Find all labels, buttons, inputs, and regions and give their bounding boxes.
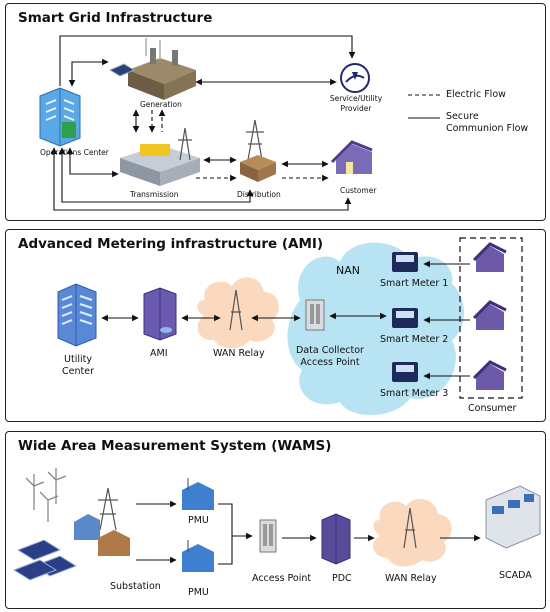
label-service-provider: Service/Utility Provider [329,94,383,113]
label-data-collector: Data Collector Access Point [296,345,364,368]
wams-lines [136,500,481,565]
label-ami-wan-relay: WAN Relay [213,348,265,359]
ami-server-icon [143,287,177,341]
access-point-icon [259,519,277,553]
nan-cloud [287,242,465,416]
pmu-top-icon [182,478,214,510]
label-distribution: Distribution [237,190,281,199]
operations-center-icon [39,87,81,147]
smart-grid-electric-lines [148,109,329,182]
utility-center-icon [57,283,97,347]
smart-grid-title: Smart Grid Infrastructure [18,10,213,26]
label-pmu-top: PMU [188,515,209,526]
label-operations-center: Operations Center [40,148,109,157]
ami-relay-tower-icon [229,289,243,331]
wams-wan-cloud [373,499,452,567]
ami-title: Advanced Metering infrastructure (AMI) [18,236,324,252]
label-meter-2: Smart Meter 2 [380,334,449,345]
consumer-house-1-icon [472,242,507,272]
label-transmission: Transmission [130,190,179,199]
label-nan: NAN [336,264,360,277]
data-collector-icon [305,299,325,331]
smart-meter-3-icon [392,362,418,382]
legend-secure-flow: Secure Communion Flow [446,111,529,134]
distribution-icon [240,119,276,182]
label-scada: SCADA [499,570,532,581]
pmu-bottom-icon [182,540,214,572]
label-meter-3: Smart Meter 3 [380,388,449,399]
transmission-icon [120,127,200,186]
label-ami: AMI [150,348,168,359]
customer-house-icon [330,140,373,174]
label-wams-wan-relay: WAN Relay [385,573,437,584]
solar-panel-icon [108,63,136,77]
legend-electric-flow: Electric Flow [446,89,506,100]
pdc-server-icon [321,513,351,565]
plug-icon [340,63,370,93]
label-consumer: Consumer [468,403,517,414]
scada-icon [485,485,541,549]
label-generation: Generation [140,100,182,109]
generation-plant-icon [128,38,196,100]
smart-meter-2-icon [392,308,418,328]
consumer-group-box [459,237,523,399]
label-utility-center: Utility Center [62,354,94,377]
tower-icon [98,487,118,531]
label-pmu-bottom: PMU [188,587,209,598]
label-pdc: PDC [332,573,352,584]
smart-meter-1-icon [392,252,418,272]
consumer-house-3-icon [472,360,507,390]
consumer-house-2-icon [472,300,507,330]
smart-grid-comm-lines [50,35,356,211]
label-substation: Substation [110,581,161,592]
wams-relay-tower-icon [403,507,417,549]
solar-array-icon [12,539,78,581]
substation-building-icon [74,514,130,556]
label-meter-1: Smart Meter 1 [380,278,449,289]
ami-lines [101,260,470,380]
wams-title: Wide Area Measurement System (WAMS) [18,438,332,454]
ami-wan-cloud [197,277,279,349]
label-access-point: Access Point [252,573,312,584]
label-customer: Customer [340,186,377,195]
wind-turbine-icon [25,468,67,522]
